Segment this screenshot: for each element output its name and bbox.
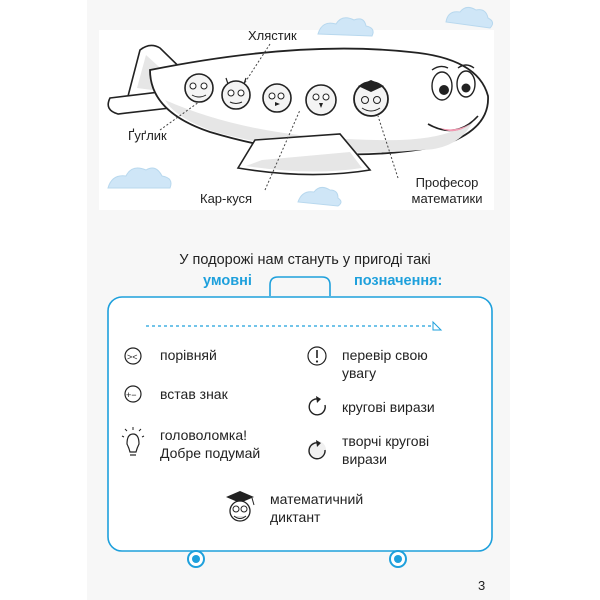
svg-text:+−: +− — [126, 390, 137, 400]
circular-arrow-creative-icon — [308, 440, 326, 460]
legend-insert-sign: встав знак — [160, 386, 228, 402]
wheel-left-icon — [187, 550, 205, 568]
legend-puzzle-line2: Добре подумай — [160, 445, 261, 461]
label-karkusia: Кар-куся — [200, 191, 253, 206]
label-professor: Професор математики — [411, 175, 483, 206]
svg-text:><: >< — [127, 352, 138, 362]
cloud-icon — [445, 6, 494, 29]
suitcase-frame — [107, 296, 493, 552]
legend-puzzle-line1: головоломка! — [160, 427, 247, 443]
intro-sentence: У подорожі нам стануть у пригоді такі — [179, 252, 431, 268]
porthole-bird — [305, 84, 337, 116]
porthole-professor — [353, 80, 389, 117]
page-number: 3 — [478, 578, 486, 593]
legend-compare: порівняй — [160, 347, 217, 363]
arrow-icon — [432, 320, 443, 331]
porthole-gugllyk — [184, 73, 214, 103]
compare-icon: >< — [124, 347, 142, 365]
legend-creative-line1: творчі кругові — [342, 433, 430, 449]
cloud-icon — [297, 186, 342, 207]
legend-dictation-line2: диктант — [270, 509, 321, 525]
wheel-right-icon — [389, 550, 407, 568]
legend-check-line2: увагу — [342, 365, 377, 381]
professor-icon — [226, 491, 255, 522]
label-gugllyk: Ґуґлик — [128, 128, 167, 143]
legend-creative-line2: вирази — [342, 451, 387, 467]
exclamation-icon — [307, 346, 327, 366]
legend-check-line1: перевір свою — [342, 347, 428, 363]
circular-arrow-icon — [308, 396, 326, 416]
label-khliastyk: Хлястик — [248, 28, 297, 43]
callout-lines — [159, 43, 399, 191]
keyword-right: позначення: — [354, 273, 443, 289]
insert-sign-icon: +− — [124, 385, 142, 403]
porthole-khliastyk — [221, 77, 251, 110]
lightbulb-icon — [121, 427, 145, 456]
airplane-illustration — [107, 44, 489, 176]
porthole-karkusia — [262, 83, 292, 113]
legend-dictation-line1: математичний — [270, 491, 364, 507]
cloud-icon — [107, 167, 172, 189]
cloud-icon — [317, 17, 374, 37]
suitcase-handle — [269, 276, 331, 296]
legend-circular: кругові вирази — [342, 399, 435, 415]
keyword-left: умовні — [203, 273, 252, 289]
